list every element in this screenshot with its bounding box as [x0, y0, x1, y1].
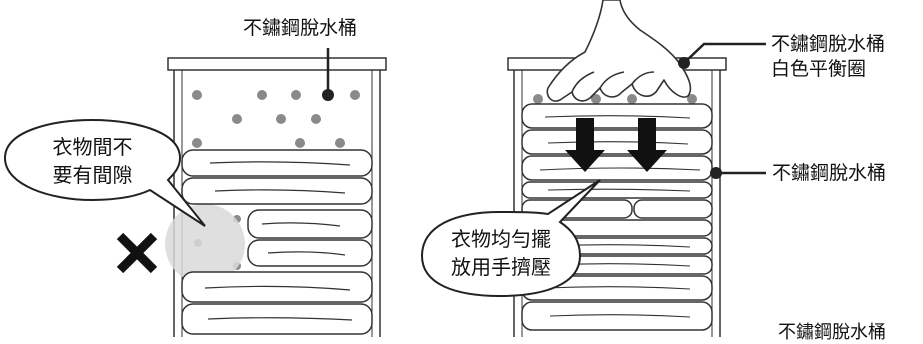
right-bubble-line-1: 衣物均勻擺: [451, 227, 551, 251]
left-bubble-line-1: 衣物間不: [52, 135, 133, 159]
right-tub-holes: [533, 94, 697, 104]
wrong-mark-icon: [116, 232, 158, 274]
left-tub-label: 不鏽鋼脫水桶: [243, 17, 358, 39]
right-speech-bubble: [420, 179, 601, 298]
spin-tub-diagram: [3, 0, 766, 337]
right-tub-bottom-label: 不鏽鋼脫水桶: [778, 322, 886, 343]
balance-ring-label: 不鏽鋼脫水桶 白色平衡圈: [771, 32, 885, 82]
press-arrow-icon-left: [565, 118, 605, 172]
right-bubble-line-2: 放用手擠壓: [451, 255, 551, 279]
press-arrow-icon-right: [627, 118, 667, 172]
balance-ring-label-line-2: 白色平衡圈: [771, 58, 867, 80]
gap-highlight: [165, 204, 245, 284]
left-clothes: [181, 149, 373, 335]
balance-ring-label-line-1: 不鏽鋼脫水桶: [771, 33, 886, 55]
right-bubble-text: 衣物均勻擺 放用手擠壓: [436, 225, 566, 281]
hand-icon: [546, 0, 692, 102]
right-tub-mid-label: 不鏽鋼脫水桶: [772, 162, 887, 184]
left-bubble-line-2: 要有間隙: [52, 163, 133, 187]
left-tub: [165, 48, 387, 337]
right-tub: [507, 0, 766, 337]
left-bubble-text: 衣物間不 要有間隙: [40, 133, 145, 189]
left-speech-bubble: [3, 118, 206, 227]
